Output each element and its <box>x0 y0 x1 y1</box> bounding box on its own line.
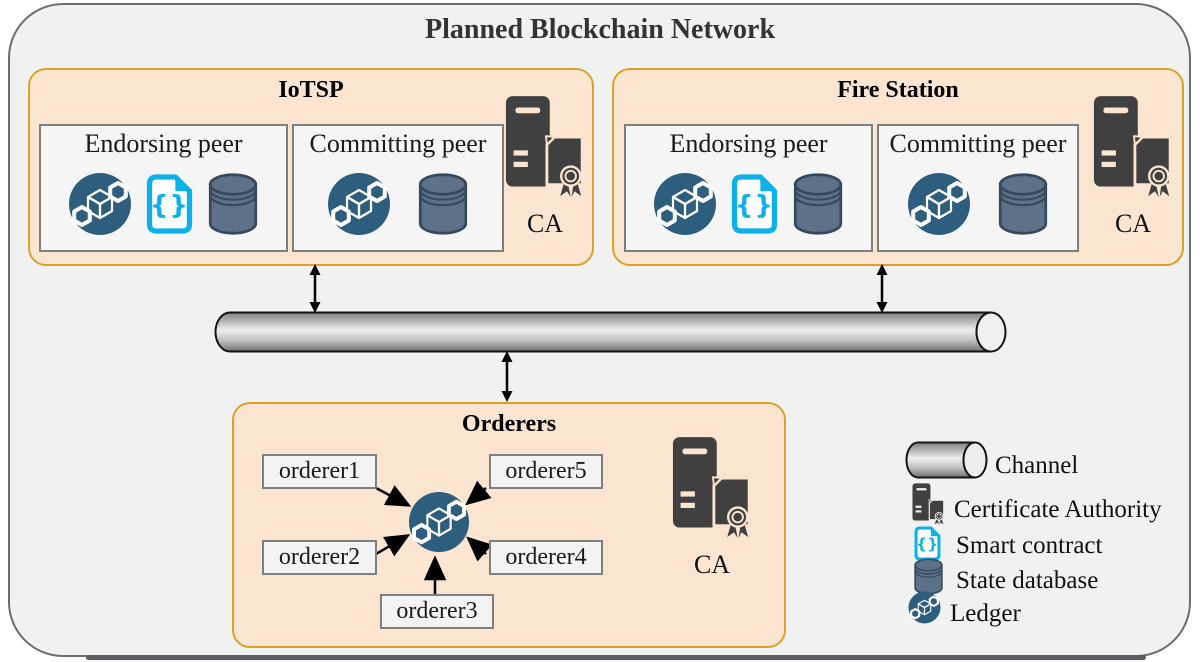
state-database-icon <box>913 558 944 595</box>
state-database-icon <box>417 171 469 237</box>
smart-contract-icon <box>731 171 778 237</box>
peer-box-endorsing-iotsp: Endorsing peer <box>39 124 288 252</box>
ca-label: CA <box>526 209 564 238</box>
certificate-authority-icon <box>505 95 585 200</box>
ledger-icon <box>408 491 470 553</box>
org-title-fire-station: Fire Station <box>837 77 959 103</box>
smart-contract-icon <box>914 526 941 561</box>
connector-firestation-channel <box>876 264 888 313</box>
legend-label-smart-contract: Smart contract <box>956 532 1103 559</box>
figure-bottom-edge <box>86 655 1146 660</box>
certificate-authority-icon <box>912 483 945 526</box>
peer-icon-row <box>626 164 871 244</box>
org-title-iotsp: IoTSP <box>278 77 344 103</box>
legend-label-state-database: State database <box>956 567 1099 594</box>
peer-title: Endorsing peer <box>669 129 828 158</box>
ledger-icon <box>68 172 132 236</box>
ca-group-fire-station: CA <box>1092 95 1174 239</box>
ca-group-orderers: CA <box>671 436 753 580</box>
peer-box-endorsing-fire-station: Endorsing peer <box>624 124 873 252</box>
peer-title: Committing peer <box>889 129 1067 158</box>
orderer-node-5: orderer5 <box>489 454 603 489</box>
peer-box-committing-iotsp: Committing peer <box>292 124 504 252</box>
legend-label-certificate-authority: Certificate Authority <box>954 496 1162 523</box>
ledger-icon <box>907 172 971 236</box>
orderers-box: Orderers orderer1 orderer5 orderer2 orde… <box>232 402 786 648</box>
org-box-fire-station: Fire Station Endorsing peer Committing p… <box>612 68 1184 266</box>
peer-icon-row <box>879 164 1077 244</box>
orderers-title: Orderers <box>461 411 557 437</box>
ledger-icon <box>327 172 391 236</box>
org-box-iotsp: IoTSP Endorsing peer Committing peer CA <box>28 68 594 266</box>
legend-label-ledger: Ledger <box>950 600 1021 627</box>
legend-label-channel: Channel <box>995 452 1079 479</box>
peer-title: Committing peer <box>309 129 487 158</box>
peer-title: Endorsing peer <box>84 129 243 158</box>
connector-iotsp-channel <box>309 264 321 313</box>
state-database-icon <box>207 171 259 237</box>
orderer-node-2: orderer2 <box>262 540 377 575</box>
orderer-node-4: orderer4 <box>489 540 603 575</box>
ca-group-iotsp: CA <box>504 95 586 239</box>
channel-cylinder <box>212 311 1010 353</box>
certificate-authority-icon <box>1093 95 1173 200</box>
channel-icon <box>905 441 989 479</box>
ca-label: CA <box>693 550 731 579</box>
smart-contract-icon <box>146 171 193 237</box>
peer-icon-row <box>41 164 286 244</box>
ledger-icon <box>908 591 941 624</box>
state-database-icon <box>997 171 1049 237</box>
certificate-authority-icon <box>672 436 752 541</box>
peer-icon-row <box>294 164 502 244</box>
orderer-node-3: orderer3 <box>380 594 494 629</box>
connector-channel-orderers <box>501 351 513 402</box>
ledger-icon <box>653 172 717 236</box>
state-database-icon <box>792 171 844 237</box>
orderer-node-1: orderer1 <box>262 454 377 489</box>
peer-box-committing-fire-station: Committing peer <box>877 124 1079 252</box>
figure-title: Planned Blockchain Network <box>424 14 776 45</box>
orderer-arrows <box>375 480 493 596</box>
ca-label: CA <box>1114 209 1152 238</box>
